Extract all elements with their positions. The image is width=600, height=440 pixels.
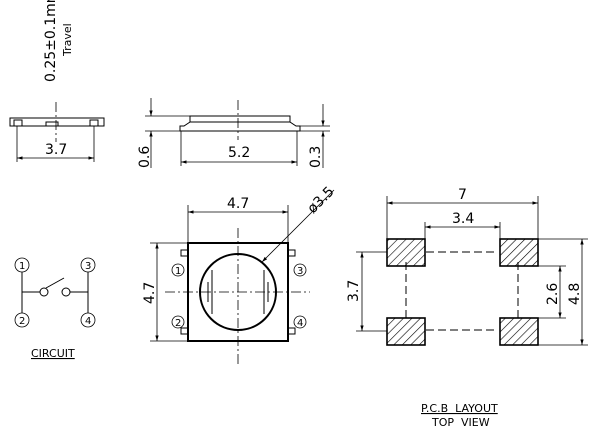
side-view-width-label: 3.7 <box>45 142 67 158</box>
circuit-pin-1: 1 <box>14 257 30 273</box>
circuit-label: CIRCUIT <box>31 347 75 360</box>
circuit-pin-2: 2 <box>14 312 30 328</box>
travel-label: Travel <box>61 23 74 57</box>
circuit-pin-2-label: 2 <box>19 316 25 327</box>
top-view-pin-4-label: 4 <box>297 318 303 329</box>
circuit-pin-4-label: 4 <box>85 316 91 327</box>
circuit-pin-3-label: 3 <box>85 261 91 272</box>
top-view-pin-2: 2 <box>171 315 185 329</box>
top-view-pin-1-label: 1 <box>175 266 181 277</box>
pcb-title: P.C.B LAYOUT <box>421 402 498 415</box>
pcb-pad-2 <box>386 317 426 346</box>
pcb-pad-3 <box>499 238 539 267</box>
top-view: 1 2 3 4 4.7 4.7 ø3.5 <box>142 184 338 366</box>
top-view-height-label: 4.7 <box>142 282 158 304</box>
pcb-outer-width-label: 7 <box>458 187 467 203</box>
top-view-pin-1: 1 <box>171 263 185 277</box>
front-view: 0.6 5.2 0.3 <box>137 98 330 168</box>
pcb-subtitle: TOP VIEW <box>431 416 490 429</box>
pcb-inner-height-label: 2.6 <box>545 283 561 305</box>
circuit-pin-4: 4 <box>80 312 96 328</box>
travel-annotation: 0.25±0.1mm Travel <box>43 0 74 82</box>
top-view-pin-2-label: 2 <box>175 318 181 329</box>
pcb-pad-height-label: 3.7 <box>346 280 362 302</box>
circuit-pin-1-label: 1 <box>19 261 25 272</box>
pcb-layout: 7 3.4 3.7 2.6 4.8 P.C.B LAYOUT TOP VIEW <box>346 187 588 429</box>
top-view-pin-4: 4 <box>293 315 307 329</box>
pcb-outer-height-label: 4.8 <box>567 283 583 305</box>
pcb-pad-1 <box>386 238 426 267</box>
pcb-pad-4 <box>499 317 539 346</box>
top-view-pin-3: 3 <box>293 263 307 277</box>
pcb-inner-width-label: 3.4 <box>452 211 474 227</box>
circuit-diagram: 1 2 3 4 CIRCUIT <box>14 257 96 360</box>
circuit-pin-3: 3 <box>80 257 96 273</box>
side-view: 3.7 <box>9 102 105 162</box>
top-view-diameter-label: ø3.5 <box>305 184 338 217</box>
top-view-width-label: 4.7 <box>227 196 249 212</box>
top-view-pin-3-label: 3 <box>297 266 303 277</box>
front-view-base-label: 0.3 <box>308 146 324 168</box>
front-view-height-label: 0.6 <box>137 146 153 168</box>
travel-value: 0.25±0.1mm <box>43 0 59 82</box>
front-view-width-label: 5.2 <box>228 145 250 161</box>
